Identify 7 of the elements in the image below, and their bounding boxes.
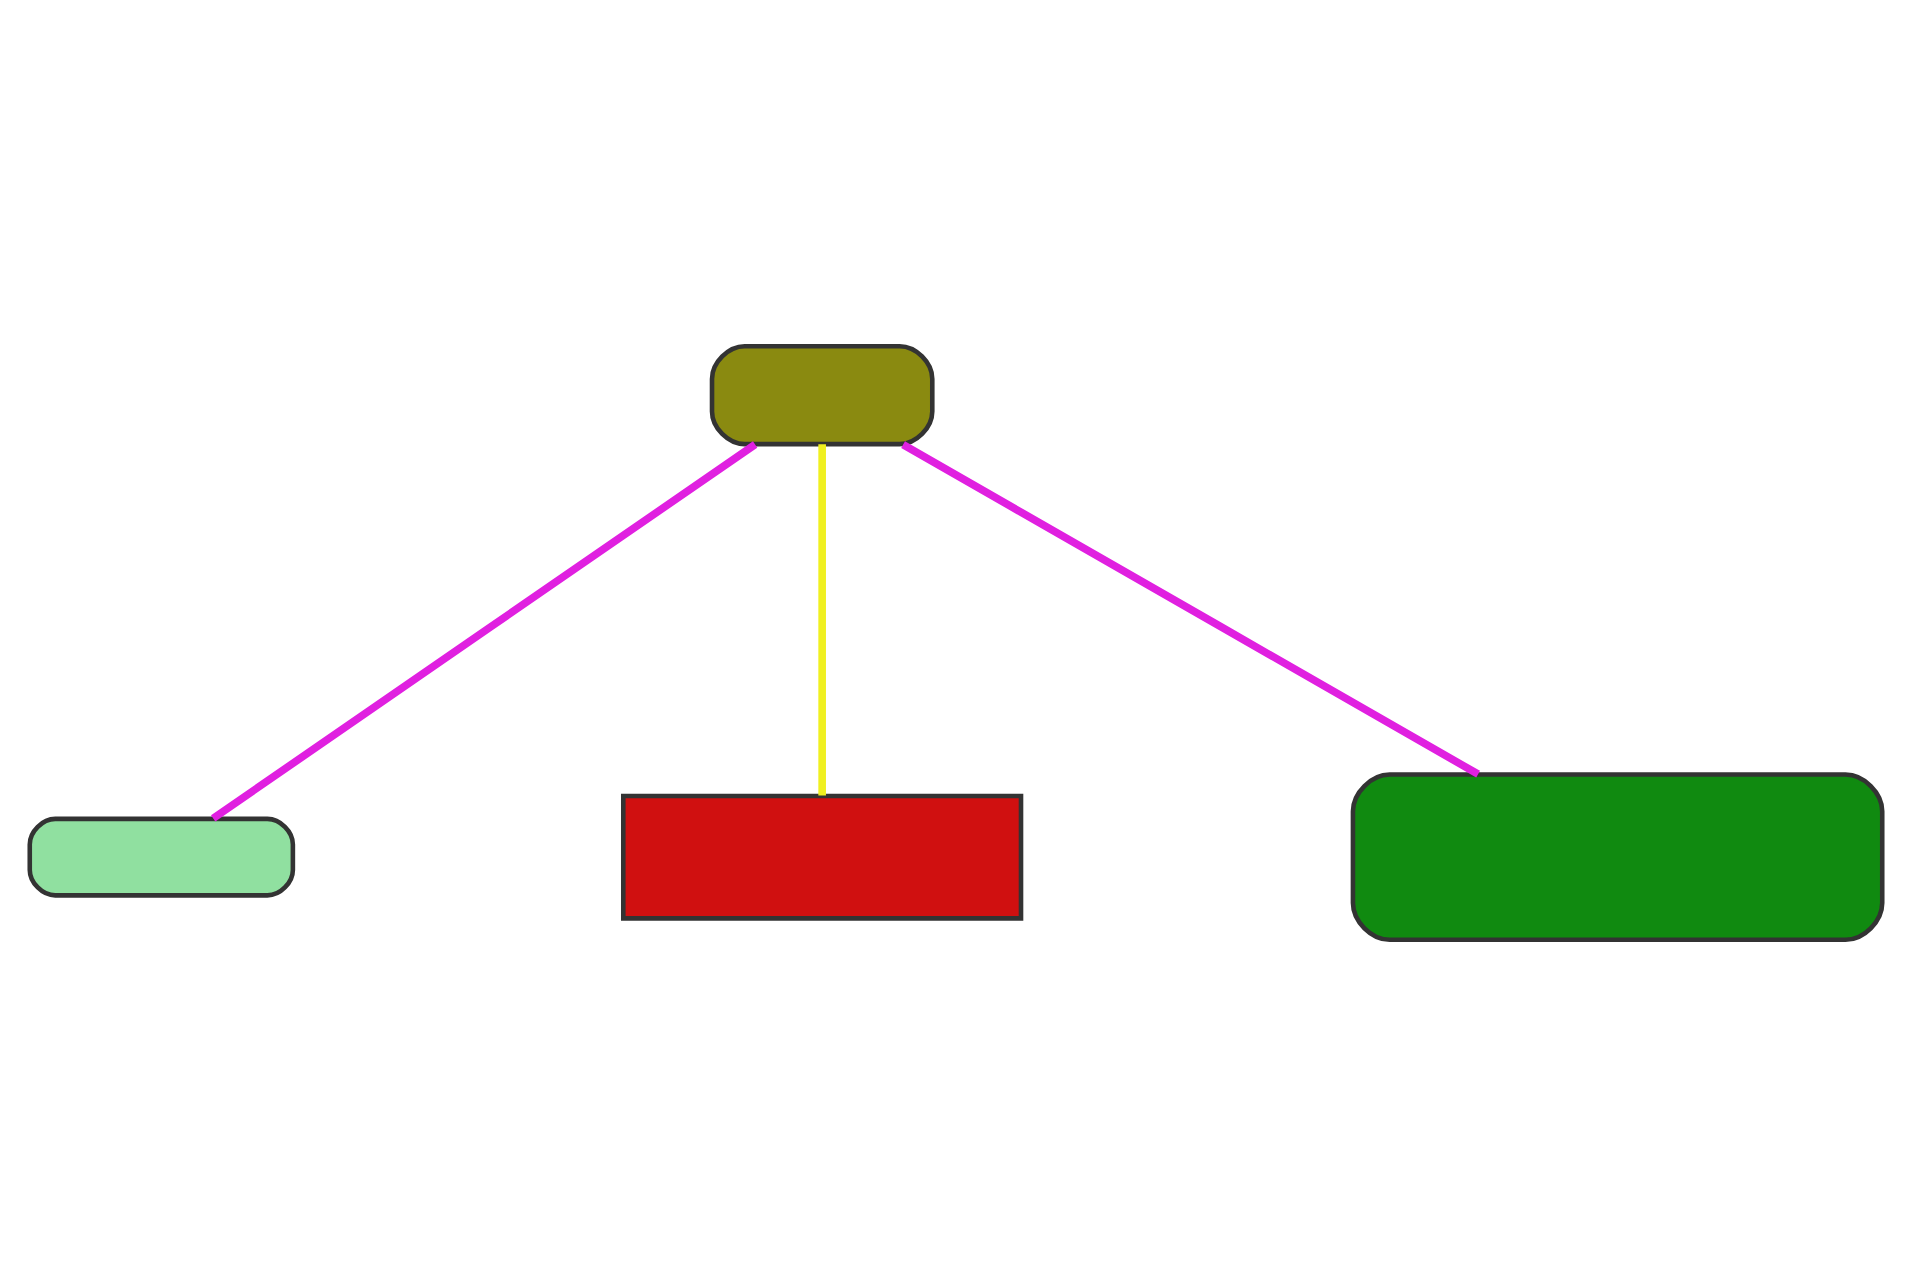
node-box bbox=[709, 342, 935, 446]
connector bbox=[818, 443, 826, 795]
node-box bbox=[1350, 771, 1885, 942]
node-box bbox=[621, 792, 1024, 920]
connector bbox=[211, 440, 758, 821]
connector bbox=[901, 440, 1481, 777]
node-box bbox=[27, 815, 296, 897]
